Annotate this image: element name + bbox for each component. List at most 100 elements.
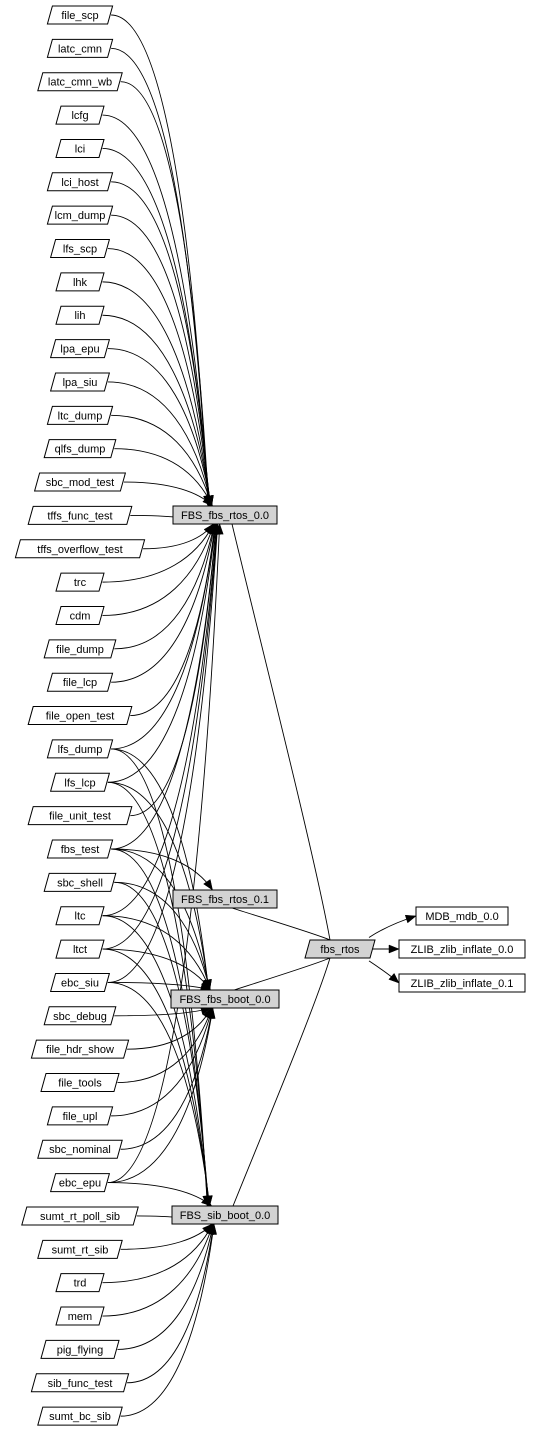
node-lfs-scp[interactable]: lfs_scp <box>49 239 111 259</box>
node-label: lfs_lcp <box>64 777 95 789</box>
node-label: tffs_func_test <box>47 510 112 522</box>
node-lih[interactable]: lih <box>55 305 105 325</box>
edge-sumt-bc-sib-to-fbs-sib-boot-0-0 <box>120 1223 215 1417</box>
node-lcm-dump[interactable]: lcm_dump <box>46 205 114 225</box>
node-shape <box>55 305 105 325</box>
node-lfs-dump[interactable]: lfs_dump <box>46 739 114 759</box>
node-sbc-shell[interactable]: sbc_shell <box>43 872 117 892</box>
edge-lpa-epu-to-fbs-fbs-rtos-0-0 <box>107 348 212 507</box>
node-cdm[interactable]: cdm <box>55 605 105 625</box>
node-label: trd <box>74 1278 87 1290</box>
edge-cdm-to-fbs-fbs-rtos-0-0 <box>102 523 215 616</box>
node-shape <box>49 972 111 992</box>
edge-ltct-to-fbs-fbs-rtos-0-0 <box>102 523 218 950</box>
node-shape <box>37 1139 123 1159</box>
node-fbs-test[interactable]: fbs_test <box>46 839 114 859</box>
node-label: sumt_bc_sib <box>49 1411 111 1423</box>
edge-lci-to-fbs-fbs-rtos-0-0 <box>102 147 210 507</box>
node-label: lcm_dump <box>55 210 106 222</box>
edge-ltc-to-fbs-fbs-rtos-0-0 <box>102 523 218 917</box>
node-zlib-zlib-inflate-0-1[interactable]: ZLIB_zlib_inflate_0.1 <box>398 973 526 993</box>
edge-ebc-epu-to-fbs-fbs-boot-0-0-arrowhead <box>206 1007 216 1019</box>
node-lpa-epu[interactable]: lpa_epu <box>49 339 111 359</box>
node-latc-cmn[interactable]: latc_cmn <box>46 38 114 58</box>
node-trd[interactable]: trd <box>55 1273 105 1293</box>
edge-sumt-bc-sib-to-fbs-sib-boot-0-0-arrowhead <box>208 1223 217 1235</box>
node-shape <box>55 906 105 926</box>
edge-lpa-siu-to-fbs-fbs-rtos-0-0 <box>107 381 213 507</box>
edge-qlfs-dump-to-fbs-fbs-rtos-0-0 <box>114 448 213 507</box>
edge-ltc-dump-to-fbs-fbs-rtos-0-0 <box>111 414 213 507</box>
node-shape <box>55 1306 105 1326</box>
edge-fbs-fbs-boot-0-0-to-fbs-rtos <box>233 957 331 991</box>
edge-lfs-dump-to-fbs-fbs-rtos-0-0 <box>111 523 216 750</box>
node-label: sib_func_test <box>48 1378 113 1390</box>
node-sumt-rt-sib[interactable]: sumt_rt_sib <box>37 1239 123 1259</box>
node-shape <box>43 872 117 892</box>
node-label: lpa_epu <box>60 344 99 356</box>
node-file-open-test[interactable]: file_open_test <box>27 706 133 726</box>
node-shape <box>49 772 111 792</box>
node-shape <box>46 1106 114 1126</box>
node-shape <box>55 105 105 125</box>
node-lci-host[interactable]: lci_host <box>46 172 114 192</box>
node-label: file_unit_test <box>49 811 111 823</box>
node-mdb-mdb-0-0[interactable]: MDB_mdb_0.0 <box>415 906 509 926</box>
edge-fbs-sib-boot-0-0-to-fbs-rtos <box>232 957 331 1207</box>
node-file-scp[interactable]: file_scp <box>46 5 114 25</box>
node-label: latc_cmn <box>58 43 102 55</box>
node-lcfg[interactable]: lcfg <box>55 105 105 125</box>
node-file-lcp[interactable]: file_lcp <box>46 672 114 692</box>
node-latc-cmn-wb[interactable]: latc_cmn_wb <box>37 72 123 92</box>
node-fbs-fbs-rtos-0-0[interactable]: FBS_fbs_rtos_0.0 <box>172 505 278 525</box>
node-fbs-fbs-boot-0-0[interactable]: FBS_fbs_boot_0.0 <box>170 989 280 1009</box>
node-lfs-lcp[interactable]: lfs_lcp <box>49 772 111 792</box>
node-ltc[interactable]: ltc <box>55 906 105 926</box>
node-sbc-nominal[interactable]: sbc_nominal <box>37 1139 123 1159</box>
node-file-hdr-show[interactable]: file_hdr_show <box>30 1039 130 1059</box>
node-ltct[interactable]: ltct <box>55 939 105 959</box>
node-qlfs-dump[interactable]: qlfs_dump <box>43 439 117 459</box>
node-sbc-debug[interactable]: sbc_debug <box>43 1006 117 1026</box>
node-shape <box>55 272 105 292</box>
edge-latc-cmn-wb-to-fbs-fbs-rtos-0-0 <box>120 81 210 507</box>
node-shape <box>46 38 114 58</box>
node-label: ebc_epu <box>59 1178 101 1190</box>
edge-ebc-siu-to-fbs-fbs-rtos-0-0 <box>107 523 219 983</box>
node-fbs-fbs-rtos-0-1[interactable]: FBS_fbs_rtos_0.1 <box>172 889 278 909</box>
node-file-unit-test[interactable]: file_unit_test <box>27 806 133 826</box>
node-fbs-rtos[interactable]: fbs_rtos <box>304 939 376 959</box>
node-sbc-mod-test[interactable]: sbc_mod_test <box>33 472 127 492</box>
node-sib-func-test[interactable]: sib_func_test <box>30 1373 130 1393</box>
node-shape <box>37 1406 123 1426</box>
node-shape <box>27 505 133 525</box>
node-ebc-epu[interactable]: ebc_epu <box>49 1173 111 1193</box>
node-sumt-rt-poll-sib[interactable]: sumt_rt_poll_sib <box>21 1206 139 1226</box>
node-shape <box>172 889 278 909</box>
node-label: pig_flying <box>57 1344 103 1356</box>
node-zlib-zlib-inflate-0-0[interactable]: ZLIB_zlib_inflate_0.0 <box>398 939 526 959</box>
edge-sbc-nominal-to-fbs-fbs-boot-0-0 <box>120 1007 213 1150</box>
node-label: latc_cmn_wb <box>48 77 112 89</box>
node-lhk[interactable]: lhk <box>55 272 105 292</box>
node-ebc-siu[interactable]: ebc_siu <box>49 972 111 992</box>
node-trc[interactable]: trc <box>55 572 105 592</box>
node-tffs-func-test[interactable]: tffs_func_test <box>27 505 133 525</box>
node-file-dump[interactable]: file_dump <box>43 639 117 659</box>
node-file-upl[interactable]: file_upl <box>46 1106 114 1126</box>
edge-ltct-to-fbs-sib-boot-0-0 <box>102 948 210 1207</box>
node-lci[interactable]: lci <box>55 138 105 158</box>
node-shape <box>55 572 105 592</box>
node-fbs-sib-boot-0-0[interactable]: FBS_sib_boot_0.0 <box>171 1205 279 1225</box>
edge-fbs-fbs-rtos-0-0-to-fbs-rtos <box>231 523 331 941</box>
node-ltc-dump[interactable]: ltc_dump <box>46 405 114 425</box>
node-mem[interactable]: mem <box>55 1306 105 1326</box>
node-pig-flying[interactable]: pig_flying <box>40 1339 120 1359</box>
node-file-tools[interactable]: file_tools <box>40 1073 120 1093</box>
node-label: trc <box>74 577 87 589</box>
node-lpa-siu[interactable]: lpa_siu <box>49 372 111 392</box>
node-sumt-bc-sib[interactable]: sumt_bc_sib <box>37 1406 123 1426</box>
node-tffs-overflow-test[interactable]: tffs_overflow_test <box>14 539 146 559</box>
edge-ltc-to-fbs-fbs-boot-0-0 <box>102 915 211 991</box>
